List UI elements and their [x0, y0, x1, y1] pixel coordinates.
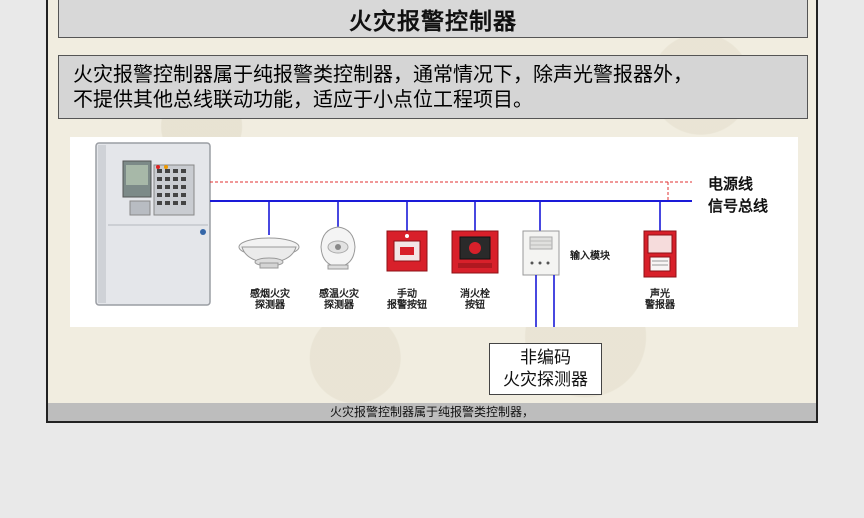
heat-detector-icon: [320, 226, 356, 270]
power-line-label: 电源线: [708, 175, 754, 193]
input-module-label: 输入模块: [570, 251, 610, 262]
signal-bus-label: 信号总线: [708, 197, 769, 215]
manual-alarm-label: 手动 报警按钮: [387, 289, 427, 311]
controller-cabinet-icon: [95, 142, 211, 306]
page-title: 火灾报警控制器: [58, 0, 808, 38]
caption-bar: 火灾报警控制器属于纯报警类控制器，: [48, 403, 816, 421]
input-module-icon: [522, 230, 560, 276]
content-panel: 火灾报警控制器 火灾报警控制器属于纯报警类控制器，通常情况下，除声光警报器外， …: [46, 0, 818, 423]
non-addressable-detector-box: 非编码 火灾探测器: [489, 343, 602, 395]
smoke-detector-icon: [238, 237, 300, 269]
description-line-2: 不提供其他总线联动功能，适应于小点位工程项目。: [73, 87, 533, 111]
sound-light-alarm-icon: [643, 230, 677, 278]
manual-alarm-button-icon: [386, 230, 428, 272]
heat-detector-label: 感温火灾 探测器: [319, 289, 359, 311]
description-box: 火灾报警控制器属于纯报警类控制器，通常情况下，除声光警报器外， 不提供其他总线联…: [58, 55, 808, 119]
hydrant-button-label: 消火栓 按钮: [460, 289, 490, 311]
wiring-diagram: 电源线 信号总线 感烟火灾 探测器 感温火灾 探测器 手动 报警按钮 消火栓 按…: [70, 137, 798, 327]
smoke-detector-label: 感烟火灾 探测器: [250, 289, 290, 311]
description-line-1: 火灾报警控制器属于纯报警类控制器，通常情况下，除声光警报器外，: [73, 62, 693, 86]
sound-light-alarm-label: 声光 警报器: [645, 289, 675, 311]
wiring-diagram-graphic: [95, 142, 692, 327]
hydrant-button-icon: [451, 230, 499, 274]
